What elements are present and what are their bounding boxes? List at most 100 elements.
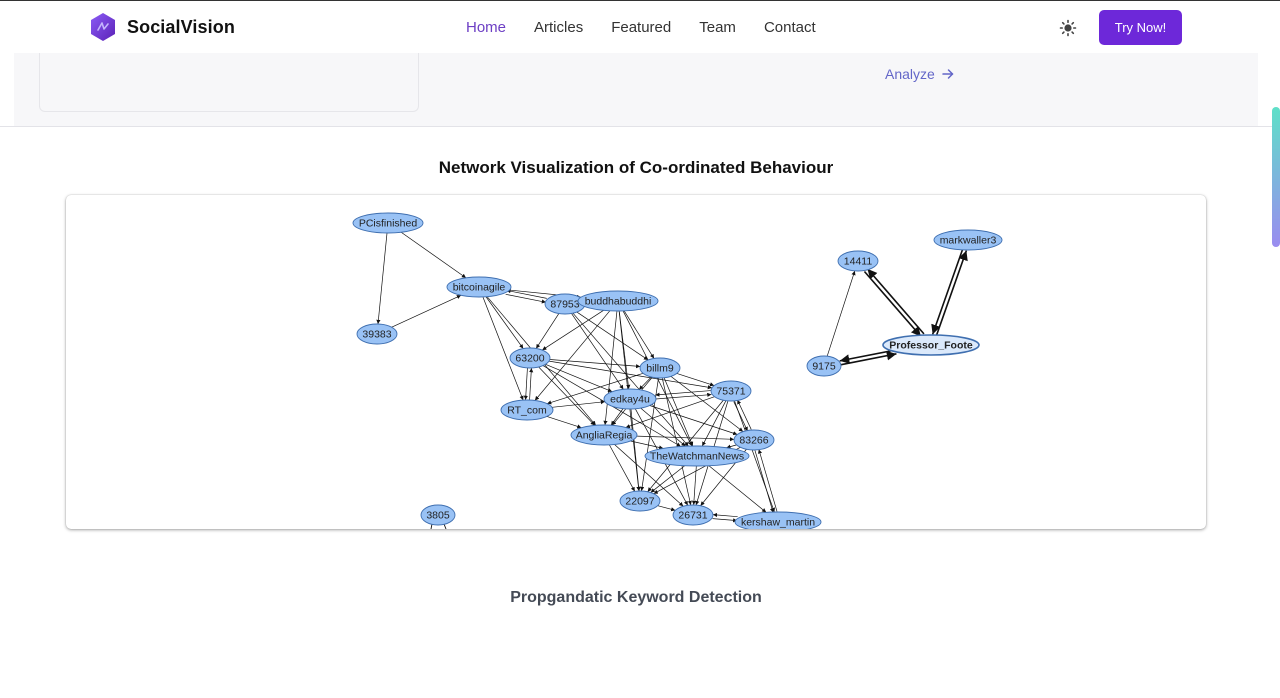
graph-edge — [726, 444, 737, 449]
keyword-section-title: Propgandatic Keyword Detection — [510, 589, 762, 606]
nav-contact[interactable]: Contact — [763, 19, 816, 36]
graph-nodes: PCisfinished bitcoinagile 39383 87953 buddha… — [352, 212, 1003, 529]
graph-node-shape — [352, 212, 424, 234]
graph-node[interactable]: 87953 — [544, 293, 586, 315]
graph-edge — [638, 376, 652, 390]
graph-node-label: 22097 — [625, 496, 654, 508]
graph-edge — [614, 444, 684, 507]
graph-edge — [655, 390, 712, 397]
graph-node-label: 3805 — [426, 510, 450, 522]
graph-node[interactable]: markwaller3 — [933, 229, 1003, 251]
graph-node[interactable]: 75371 — [710, 380, 752, 402]
graph-edge — [552, 400, 605, 408]
graph-edges — [376, 231, 968, 529]
nav-featured[interactable]: Featured — [611, 19, 672, 36]
graph-edge — [640, 407, 686, 447]
graph-node[interactable]: billm9 — [639, 357, 681, 379]
analyze-label: Analyze — [885, 66, 935, 82]
graph-edge — [391, 294, 462, 328]
nav-home[interactable]: Home — [466, 19, 507, 36]
graph-node[interactable]: bitcoinagile — [446, 276, 512, 298]
brand-name: SocialVision — [127, 16, 235, 37]
graph-edge — [757, 449, 778, 512]
graph-edge — [625, 396, 715, 429]
graph-edge — [839, 349, 896, 364]
graph-node-shape — [806, 355, 842, 377]
graph-edge — [545, 364, 613, 393]
graph-node-label: markwaller3 — [940, 235, 997, 247]
graph-node-label: 39383 — [362, 329, 391, 341]
graph-node-shape — [672, 504, 714, 526]
graph-node-label: edkay4u — [610, 394, 650, 406]
graph-edge — [691, 465, 697, 506]
graph-node[interactable]: 63200 — [509, 347, 551, 369]
graph-node[interactable]: 83266 — [733, 429, 775, 451]
nav-team[interactable]: Team — [699, 19, 736, 36]
graph-node[interactable]: TheWatchmanNews — [644, 445, 750, 467]
main-nav: Home Articles Featured Team Contact — [466, 19, 816, 36]
sun-icon[interactable] — [1058, 18, 1078, 38]
graph-node-shape — [733, 429, 775, 451]
graph-edge — [546, 416, 582, 429]
graph-node-label: AngliaRegia — [576, 430, 633, 442]
graph-node-shape — [570, 424, 638, 446]
graph-edge — [609, 444, 636, 492]
graph-edge — [623, 310, 655, 359]
graph-edge — [485, 296, 524, 349]
graph-node[interactable]: 3805 — [420, 504, 456, 526]
graph-node-shape — [577, 290, 659, 312]
graph-edge — [523, 367, 528, 400]
graph-edge — [376, 232, 388, 325]
graph-edge — [826, 270, 856, 357]
analyze-link[interactable]: Analyze — [885, 66, 955, 82]
graph-node-label: 63200 — [515, 353, 544, 365]
graph-node-label: RT_com — [507, 405, 547, 417]
graph-node-label: kershaw_martin — [741, 517, 815, 529]
graph-edge — [636, 435, 735, 442]
graph-node-label: billm9 — [646, 363, 674, 375]
graph-node[interactable]: 22097 — [619, 490, 661, 512]
graph-node[interactable]: edkay4u — [603, 388, 657, 410]
graph-edge — [935, 250, 968, 336]
graph-node-shape — [644, 445, 750, 467]
graph-edge — [733, 401, 748, 432]
graph-node-shape — [603, 388, 657, 410]
graph-edge — [661, 377, 692, 506]
graph-edge — [571, 313, 624, 390]
graph-node-label: TheWatchmanNews — [650, 451, 744, 463]
graph-node-label: 83266 — [739, 435, 768, 447]
site-header: SocialVision Home Articles Featured Team… — [0, 1, 1280, 53]
graph-node-shape — [356, 323, 398, 345]
nav-articles[interactable]: Articles — [534, 19, 584, 36]
graph-node[interactable]: buddhabuddhi — [577, 290, 659, 312]
graph-node-shape — [882, 334, 980, 356]
arrow-right-icon — [942, 69, 954, 79]
network-graph[interactable]: PCisfinished bitcoinagile 39383 87953 buddha… — [66, 195, 1206, 529]
graph-node[interactable]: kershaw_martin — [734, 511, 822, 529]
graph-edge — [572, 312, 689, 447]
graph-node[interactable]: Professor_Foote — [882, 334, 980, 356]
graph-edge — [400, 231, 467, 279]
graph-node[interactable]: 9175 — [806, 355, 842, 377]
graph-edge — [754, 450, 774, 513]
upper-card — [39, 48, 419, 112]
graph-node-label: 87953 — [550, 299, 579, 311]
graph-node[interactable]: PCisfinished — [352, 212, 424, 234]
upper-section: Analyze — [0, 48, 1272, 127]
graph-node[interactable]: AngliaRegia — [570, 424, 638, 446]
try-now-button[interactable]: Try Now! — [1099, 10, 1182, 45]
brand-logo[interactable]: SocialVision — [89, 12, 235, 42]
network-section-title: Network Visualization of Co-ordinated Be… — [438, 158, 834, 177]
graph-node-label: buddhabuddhi — [585, 296, 652, 308]
network-graph-card[interactable]: PCisfinished bitcoinagile 39383 87953 buddha… — [66, 195, 1206, 529]
graph-node[interactable]: 39383 — [356, 323, 398, 345]
graph-node[interactable]: RT_com — [500, 399, 554, 421]
graph-edge — [663, 377, 694, 447]
graph-node-shape — [639, 357, 681, 379]
graph-node[interactable]: 26731 — [672, 504, 714, 526]
scrollbar-thumb[interactable] — [1272, 107, 1280, 247]
graph-edge — [931, 249, 964, 335]
graph-node-shape — [500, 399, 554, 421]
graph-node-label: bitcoinagile — [453, 282, 506, 294]
graph-node[interactable]: 14411 — [837, 250, 879, 272]
